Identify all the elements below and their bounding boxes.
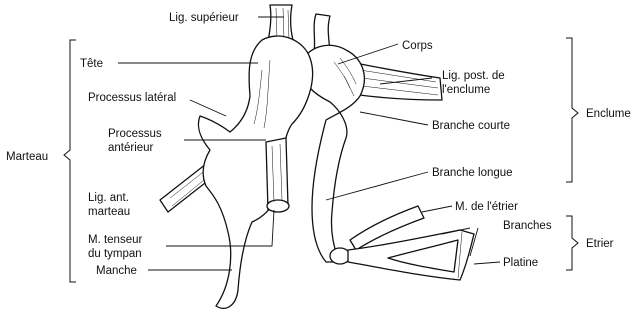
label-lig-post-line1: Lig. post. de bbox=[442, 70, 505, 82]
label-lig-superieur: Lig. supérieur bbox=[169, 12, 239, 24]
label-lig-ant-line2: marteau bbox=[88, 206, 130, 218]
enclume-bracket bbox=[566, 38, 578, 182]
label-branche-courte: Branche courte bbox=[432, 120, 510, 132]
label-m-tenseur-line2: du tympan bbox=[88, 248, 142, 260]
label-processus-anterieur-line1: Processus bbox=[108, 128, 162, 140]
tensor-tympani-shape bbox=[266, 138, 289, 212]
label-m-tenseur-line1: M. tenseur bbox=[88, 234, 142, 246]
label-branche-longue: Branche longue bbox=[432, 167, 513, 179]
stapes-shape bbox=[330, 230, 474, 280]
label-marteau: Marteau bbox=[6, 151, 48, 163]
etrier-bracket bbox=[566, 216, 578, 270]
label-platine: Platine bbox=[503, 257, 538, 269]
label-branches: Branches bbox=[503, 220, 552, 232]
marteau-bracket bbox=[64, 40, 76, 282]
label-processus-anterieur-line2: antérieur bbox=[108, 142, 154, 154]
label-lig-ant-line1: Lig. ant. bbox=[88, 192, 129, 204]
label-tete: Tête bbox=[80, 58, 103, 70]
label-lig-post-line2: l'enclume bbox=[442, 84, 490, 96]
label-etrier: Etrier bbox=[586, 238, 614, 250]
label-enclume: Enclume bbox=[586, 108, 631, 120]
label-processus-lateral: Processus latéral bbox=[88, 92, 176, 104]
malleus-shape bbox=[198, 36, 312, 308]
label-corps: Corps bbox=[402, 40, 433, 52]
label-manche: Manche bbox=[96, 265, 137, 277]
label-m-etrier: M. de l'étrier bbox=[455, 201, 518, 213]
